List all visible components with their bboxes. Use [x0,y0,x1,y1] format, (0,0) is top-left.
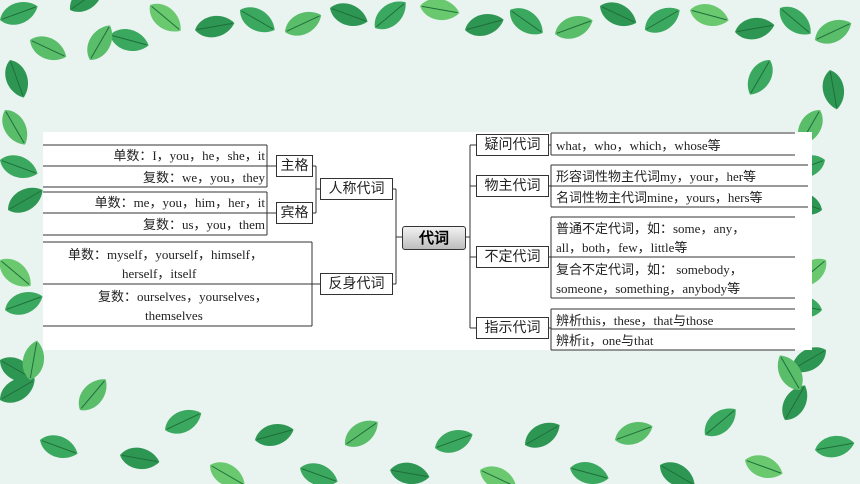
node-reflexive-pronoun: 反身代词 [320,273,393,295]
reflexive-plural-line2: themselves [145,308,203,323]
possessive-noun: 名词性物主代词mine，yours，hers等 [556,190,763,205]
node-demonstrative: 指示代词 [476,317,549,339]
subject-plural: 复数：we，you，they [142,170,265,185]
indefinite-simple-line2: all，both，few，little等 [556,240,688,255]
node-indefinite: 不定代词 [476,246,549,268]
object-plural: 复数：us，you，them [142,217,265,232]
reflexive-singular-line1: 单数：myself，yourself，himself， [68,247,263,262]
demonstrative-item-2: 辨析it，one与that [556,333,654,348]
demonstrative-item-1: 辨析this，these，that与those [556,313,714,328]
indefinite-simple-line1: 普通不定代词，如：some，any， [556,221,746,236]
indefinite-compound-line2: someone，something，anybody等 [556,281,741,296]
node-personal-pronoun: 人称代词 [320,178,393,200]
interrogative-text: what，who，which，whose等 [556,138,721,153]
node-possessive: 物主代词 [476,175,549,197]
subject-singular: 单数：I，you，he，she，it [113,148,265,163]
object-singular: 单数：me，you，him，her，it [94,195,265,210]
indefinite-compound-line1: 复合不定代词，如： somebody， [556,262,743,277]
node-subject-case: 主格 [276,155,313,177]
node-object-case: 宾格 [276,202,313,224]
reflexive-plural-line1: 复数：ourselves，yourselves， [98,289,268,304]
node-root-pronoun: 代词 [402,226,466,250]
possessive-adjective: 形容词性物主代词my，your，her等 [556,169,757,184]
node-interrogative: 疑问代词 [476,134,549,156]
reflexive-singular-line2: herself，itself [122,266,197,281]
